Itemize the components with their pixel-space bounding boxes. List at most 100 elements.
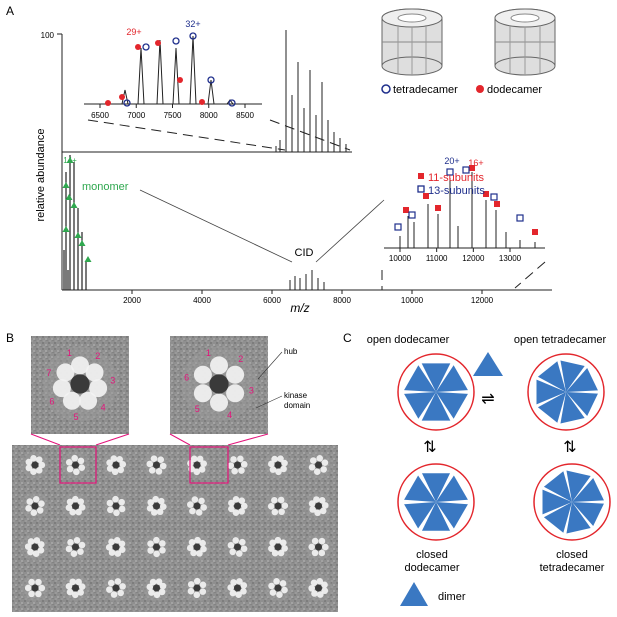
eleven-subunit-marker [532, 229, 538, 235]
dodecamer-marker [135, 44, 141, 50]
dodecamer-marker [199, 99, 205, 105]
tetradecamer-marker [228, 99, 236, 107]
zoom-connector [169, 433, 191, 446]
dodecamer-marker [119, 94, 125, 100]
monomer-marker [62, 226, 70, 232]
subunit-number: 2 [238, 354, 243, 364]
eleven-subunit-marker [435, 205, 441, 211]
closed-dodecamer-label-2: dodecamer [404, 562, 459, 574]
cid-pointer [315, 199, 385, 263]
kinase-label-2: domain [284, 401, 310, 410]
subunit-wedge [436, 475, 468, 502]
thirteen-subunit-marker [446, 168, 454, 176]
subunit-wedge [536, 379, 566, 405]
dodecamer-marker [155, 40, 161, 46]
subunit-number: 3 [249, 385, 254, 395]
closed-tetradecamer-ring [533, 463, 611, 541]
subunit-wedge [566, 368, 598, 392]
tetradecamer-marker [189, 32, 197, 40]
subunit-wedge [404, 392, 436, 419]
subunit-wedge [566, 470, 591, 502]
subunit-wedge [572, 502, 604, 526]
monomer-charge: 14+ [63, 156, 77, 165]
thirteen-subunits-marker [417, 185, 425, 193]
subunit-number: 3 [110, 376, 115, 386]
inset-top-tick-label: 7500 [164, 111, 182, 120]
tetradecamer-legend-marker [381, 84, 391, 94]
cid-label: CID [295, 247, 314, 259]
x-tick-label: 10000 [401, 296, 424, 305]
dodecamer-marker [105, 100, 111, 106]
x-tick-label: 12000 [471, 296, 494, 305]
inset-top-tick-label: 8500 [236, 111, 254, 120]
y-tick-label-100: 100 [41, 31, 55, 40]
closed-tetradecamer-label-2: tetradecamer [540, 562, 605, 574]
thirteen-subunit-marker [394, 223, 402, 231]
eleven-subunit-marker [403, 207, 409, 213]
tetradecamer-marker [172, 37, 180, 45]
x-tick-label: 2000 [123, 296, 141, 305]
equilibrium-left: ⇅ [423, 439, 436, 456]
monomer-marker [70, 202, 78, 208]
subunit-wedge [436, 392, 468, 419]
subunit-wedge [421, 363, 451, 392]
subunit-wedge [543, 471, 572, 502]
zoom-line-left [87, 119, 286, 151]
subunit-number: 2 [95, 351, 100, 361]
subunit-wedge [537, 361, 566, 392]
tetradecamer-marker [123, 99, 131, 107]
thirteen-subunit-marker [408, 211, 416, 219]
dodecamer-cylinder-icon [494, 8, 556, 76]
thirteen-subunit-marker [490, 193, 498, 201]
dodecamer-marker [177, 77, 183, 83]
monomer-marker [74, 232, 82, 238]
dimer-label: dimer [438, 591, 466, 603]
thirteen-subunits-label: 13-subunits [428, 185, 485, 197]
subunit-wedge [404, 365, 436, 392]
subunit-number: 6 [49, 396, 54, 406]
subunit-wedge [436, 365, 468, 392]
subunit-number: 1 [206, 348, 211, 358]
inset-top-tick-label: 8000 [200, 111, 218, 120]
charge-32: 32+ [185, 19, 200, 29]
subunit-number: 4 [101, 403, 106, 413]
lower-spectrum-peaks [62, 155, 325, 290]
subunit-wedge [566, 502, 591, 534]
monomer-marker [78, 240, 86, 246]
subunit-wedge [404, 502, 436, 529]
subunit-number: 4 [227, 410, 232, 420]
inset-bottom-tick-label: 12000 [462, 254, 485, 263]
kinase-pointer [255, 395, 283, 409]
zoom-line-lower-right [514, 261, 546, 289]
upper-spectrum-peaks [275, 30, 347, 152]
subunit-wedge [421, 392, 451, 421]
closed-dodecamer-ring [397, 463, 475, 541]
subunit-wedge [436, 502, 468, 529]
eleven-subunit-marker [483, 191, 489, 197]
monomer-pointer [139, 189, 293, 263]
zoom-connector [95, 433, 130, 446]
y-axis-label: relative abundance [35, 129, 47, 222]
open-dodecamer-ring [397, 353, 475, 431]
subunit-number: 1 [67, 348, 72, 358]
charge-16: 16+ [468, 158, 483, 168]
inset-top-tick-label: 7000 [127, 111, 145, 120]
subunit-wedge [560, 360, 585, 392]
monomer-marker [65, 194, 73, 200]
subunit-number: 6 [184, 373, 189, 383]
monomer-marker [66, 157, 74, 163]
tetradecamer-cylinder-icon [381, 8, 443, 76]
panel-a-label: A [6, 4, 14, 18]
subunit-number: 7 [46, 368, 51, 378]
monomer-marker [84, 256, 92, 262]
charge-20: 20+ [444, 156, 459, 166]
hub-pointer [257, 351, 283, 380]
dimer-legend-triangle-icon [400, 582, 428, 606]
subunit-wedge [404, 475, 436, 502]
highlight-box [59, 446, 97, 484]
em-class-average-grid [12, 445, 338, 612]
